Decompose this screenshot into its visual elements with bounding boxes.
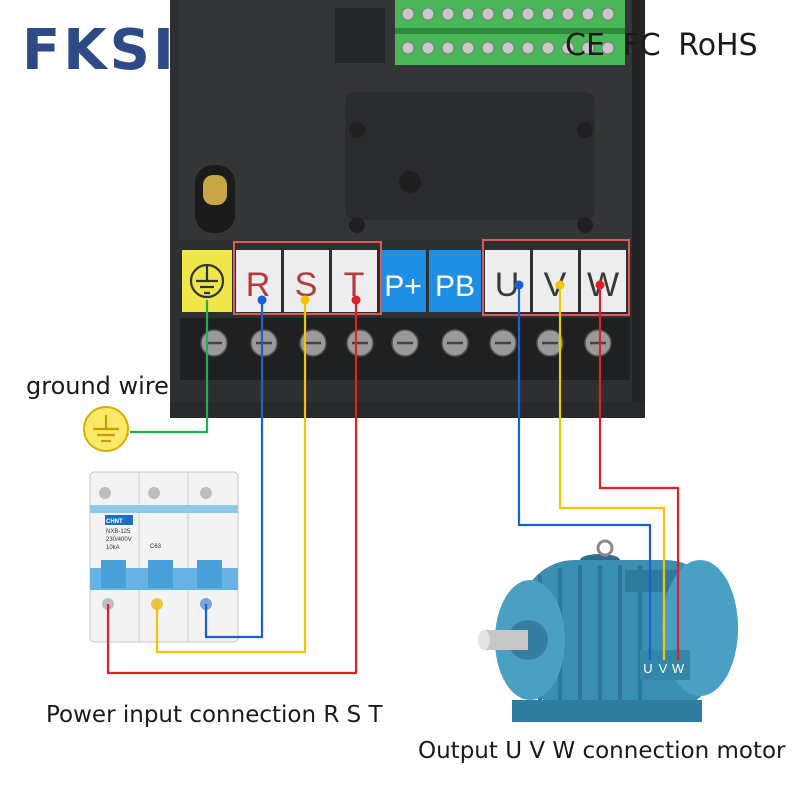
motor-terminal-label-u: U [643, 661, 652, 676]
circuit-breaker: CHNT NXB-125 230/400V 10kA C63 [89, 471, 239, 643]
control-terminal-block [395, 0, 625, 65]
rohs-mark: RoHS [678, 28, 758, 63]
rst-highlight-box [233, 241, 382, 315]
terminal-label-r: R [246, 266, 271, 304]
breaker-model: NXB-125 [106, 529, 131, 535]
wires [106, 280, 680, 675]
wire-s-yellow [155, 300, 307, 654]
breaker-brand: CHNT [106, 519, 123, 525]
certification-marks: CE FC RoHS [565, 28, 766, 63]
ce-mark: CE [565, 28, 605, 63]
motor: U V W [478, 539, 738, 722]
breaker-spec-ka: 10kA [106, 545, 120, 551]
wire-w-red [598, 285, 680, 660]
wire-t-red [106, 300, 358, 675]
breaker-rating: C63 [150, 544, 162, 550]
output-motor-label: Output U V W connection motor [418, 738, 786, 764]
fcc-mark: FC [622, 28, 661, 63]
terminal-label-strip: R S T P+ PB U V W [182, 239, 630, 316]
ground-wire [130, 300, 209, 434]
terminal-label-s: S [295, 266, 318, 304]
terminal-label-t: T [344, 266, 365, 304]
ground-icon [189, 263, 225, 299]
uvw-highlight-box [482, 239, 630, 316]
breaker-spec-voltage: 230/400V [106, 537, 132, 543]
power-input-label: Power input connection R S T [46, 702, 383, 728]
wire-v-yellow [558, 285, 666, 660]
brand-logo: FKSI [22, 18, 177, 83]
terminal-label-pb: PB [435, 270, 475, 303]
ground-wire-label: ground wire [26, 372, 169, 400]
wire-r-blue [204, 300, 264, 639]
motor-terminal-label-w: W [672, 661, 685, 676]
power-screw-terminals [180, 318, 630, 380]
motor-terminal-label-v: V [659, 661, 668, 676]
ground-symbol-icon [83, 406, 129, 452]
wire-u-blue [517, 285, 652, 660]
terminal-label-p-plus: P+ [384, 270, 422, 303]
